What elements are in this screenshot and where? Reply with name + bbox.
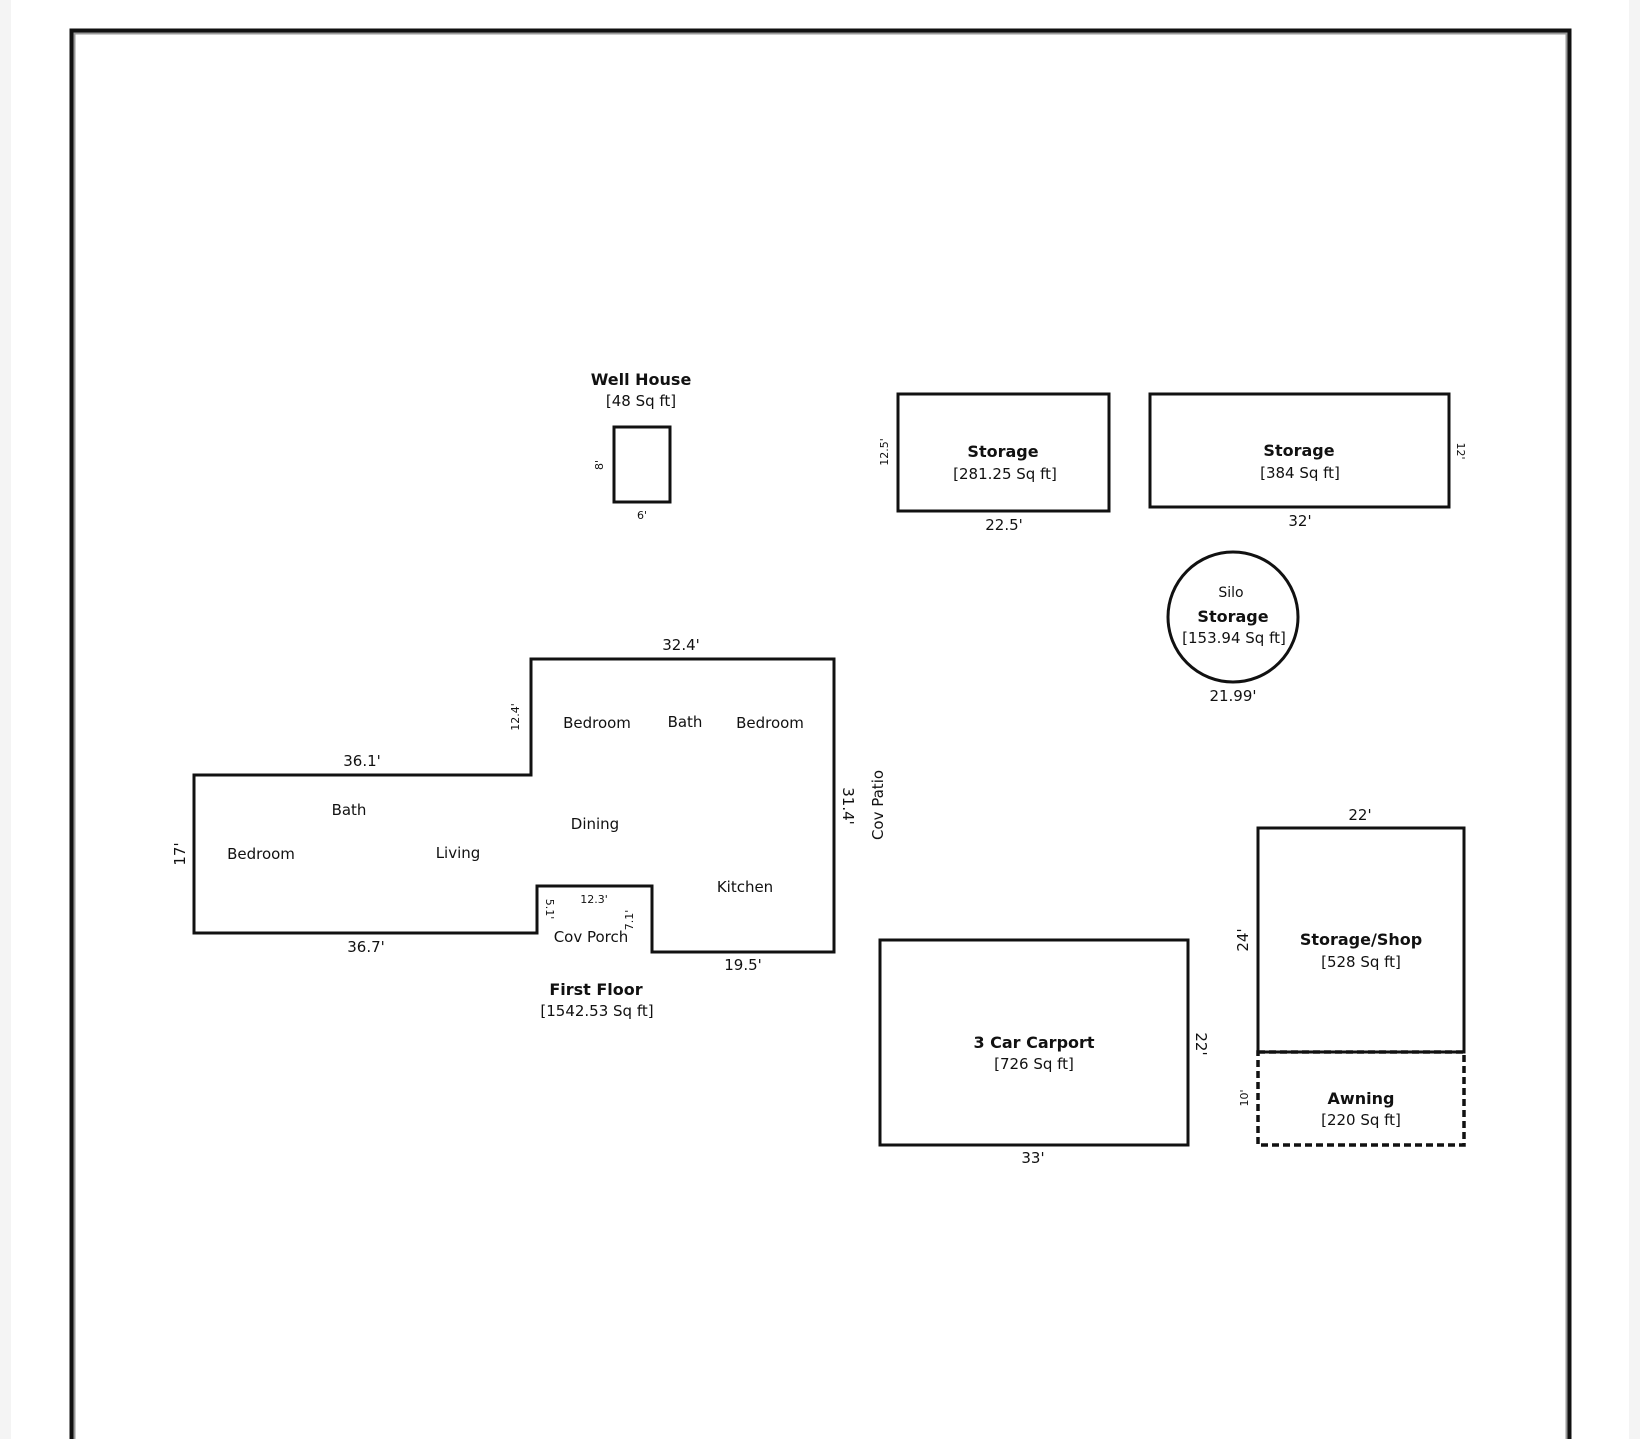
well-house-dim-side: 8' <box>593 460 606 470</box>
room-dining: Dining <box>571 815 619 833</box>
storage-shop-name: Storage/Shop <box>1300 930 1422 949</box>
carport-area: [726 Sq ft] <box>994 1055 1074 1073</box>
room-bedroom-upper-right: Bedroom <box>736 714 804 732</box>
carport-dim-side: 22' <box>1192 1032 1210 1055</box>
awning-name: Awning <box>1328 1089 1395 1108</box>
storage-a: Storage [281.25 Sq ft] 12.5' 22.5' <box>878 392 1111 534</box>
dim-porch-left: 5.1' <box>543 899 556 920</box>
silo-name: Storage <box>1197 607 1268 626</box>
room-bedroom-left: Bedroom <box>227 845 295 863</box>
well-house-dim-bottom: 6' <box>637 509 647 522</box>
awning-area: [220 Sq ft] <box>1321 1111 1401 1129</box>
dim-right: 31.4' <box>839 787 857 825</box>
storage-b-dim-side: 12' <box>1454 442 1467 459</box>
storage-b-dim-bottom: 32' <box>1288 512 1311 530</box>
sketch-sheet <box>11 0 1629 1439</box>
silo-dim: 21.99' <box>1209 687 1256 705</box>
silo: Silo Storage [153.94 Sq ft] 21.99' <box>1166 550 1300 705</box>
storage-b-name: Storage <box>1263 441 1334 460</box>
well-house: Well House [48 Sq ft] 8' 6' <box>591 370 692 522</box>
silo-area: [153.94 Sq ft] <box>1182 629 1286 647</box>
room-living: Living <box>436 844 481 862</box>
storage-shop: 22' 24' Storage/Shop [528 Sq ft] <box>1234 806 1466 1054</box>
dim-porch-right: 7.1' <box>623 910 636 931</box>
dim-bottom-left: 36.7' <box>347 938 385 956</box>
page-frame <box>69 28 1572 1439</box>
first-floor-name: First Floor <box>549 980 642 999</box>
storage-shop-dim-side: 24' <box>1234 928 1252 951</box>
carport-outline <box>878 938 1190 1147</box>
storage-b-outline <box>1148 392 1451 509</box>
room-bedroom-upper-left: Bedroom <box>563 714 631 732</box>
dim-top: 32.4' <box>662 636 700 654</box>
carport-dim-bottom: 33' <box>1021 1149 1044 1167</box>
well-house-name: Well House <box>591 370 692 389</box>
storage-a-dim-bottom: 22.5' <box>985 516 1023 534</box>
page-frame-inner <box>70 29 1571 1439</box>
well-house-outline <box>612 425 672 504</box>
storage-b-area: [384 Sq ft] <box>1260 464 1340 482</box>
room-kitchen: Kitchen <box>717 878 773 896</box>
dim-left: 17' <box>171 842 189 865</box>
first-floor: 32.4' 12.4' 36.1' 17' 36.7' 5.1' 12.3' 7… <box>171 636 857 1020</box>
dim-upper-left-width: 36.1' <box>343 752 381 770</box>
room-cov-porch: Cov Porch <box>554 928 629 946</box>
storage-shop-area: [528 Sq ft] <box>1321 953 1401 971</box>
awning-dim-side: 10' <box>1238 1089 1251 1106</box>
storage-a-outline <box>896 392 1111 513</box>
dim-bottom-right: 19.5' <box>724 956 762 974</box>
cov-patio-label: Cov Patio <box>869 770 887 840</box>
awning-outline <box>1256 1050 1466 1147</box>
silo-label: Silo <box>1218 585 1243 601</box>
storage-b: Storage [384 Sq ft] 12' 32' <box>1148 392 1467 530</box>
storage-a-dim-side: 12.5' <box>878 438 891 466</box>
room-bath-left: Bath <box>332 801 367 819</box>
storage-shop-dim-top: 22' <box>1348 806 1371 824</box>
storage-a-area: [281.25 Sq ft] <box>953 465 1057 483</box>
first-floor-area: [1542.53 Sq ft] <box>540 1002 653 1020</box>
carport: 3 Car Carport [726 Sq ft] 22' 33' <box>878 938 1210 1167</box>
first-floor-outline <box>192 657 836 954</box>
well-house-area: [48 Sq ft] <box>606 392 676 410</box>
awning: 10' Awning [220 Sq ft] <box>1238 1050 1466 1147</box>
silo-outline <box>1166 550 1300 684</box>
dim-left-upper: 12.4' <box>509 703 522 731</box>
room-bath-upper: Bath <box>668 713 703 731</box>
carport-name: 3 Car Carport <box>973 1033 1094 1052</box>
dim-porch-width: 12.3' <box>580 893 608 906</box>
storage-a-name: Storage <box>967 442 1038 461</box>
